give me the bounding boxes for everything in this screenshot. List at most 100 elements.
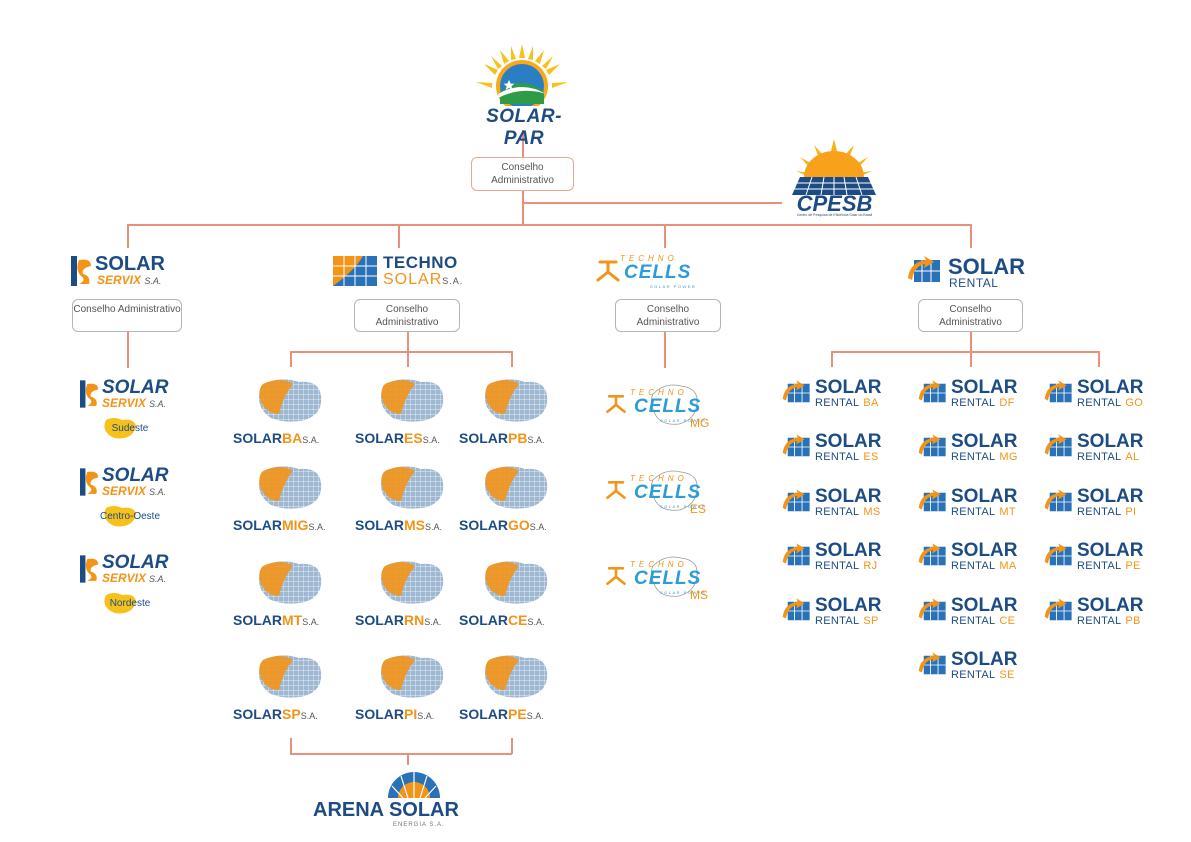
cells-unit-brand-bottom: CELLS — [634, 396, 702, 417]
rental-panel-icon — [1043, 434, 1075, 460]
subsidiary-suffix: S.A. — [529, 522, 547, 532]
connector — [1098, 351, 1100, 367]
tripod-icon — [596, 260, 620, 282]
rental-unit-state: DF — [999, 397, 1015, 409]
rental-unit-state: PE — [1125, 560, 1141, 572]
connector — [290, 351, 292, 367]
rental-unit-brand-bottom: RENTAL — [1077, 451, 1122, 463]
subsidiary-code: PI — [404, 706, 418, 722]
subsidiary-label: SOLARMIGS.A. — [233, 517, 325, 533]
state-map-icon — [479, 650, 554, 702]
subsidiary-suffix: S.A. — [302, 617, 320, 627]
rental-unit-brand-bottom: RENTAL — [1077, 560, 1122, 572]
servix-region-brand-top: SOLAR — [102, 377, 169, 398]
arena-brand-left: ARENA — [313, 799, 384, 821]
rental-unit-brand-bottom: RENTAL — [951, 615, 996, 627]
subsidiary-code: SP — [282, 706, 301, 722]
subsidiary-prefix: SOLAR — [355, 612, 404, 628]
subsidiary-code: MT — [282, 612, 303, 628]
connector — [831, 351, 1099, 353]
rental-panel-icon — [781, 489, 813, 515]
servix-region-name: Nordeste — [109, 598, 151, 609]
rental-unit-brand-top: SOLAR — [951, 595, 1018, 616]
servix-region-name: Sudeste — [111, 423, 149, 434]
connector — [290, 753, 512, 755]
cells-unit-brand-bottom: CELLS — [634, 568, 702, 589]
subsidiary-suffix: S.A. — [527, 617, 545, 627]
state-outline-icon — [645, 466, 705, 514]
rental-panel-icon — [917, 434, 949, 460]
state-map-icon — [375, 461, 450, 513]
rental-unit-state: MG — [999, 451, 1018, 463]
techno-cells-name-bottom: CELLS — [624, 262, 692, 283]
state-outline-icon — [645, 380, 705, 428]
subsidiary-label: SOLARMSS.A. — [355, 517, 442, 533]
subsidiary-suffix: S.A. — [424, 617, 442, 627]
connector — [522, 130, 524, 157]
rental-panel-icon — [1043, 543, 1075, 569]
subsidiary-label: SOLARRNS.A. — [355, 612, 441, 628]
servix-region-suffix: S.A. — [149, 574, 167, 584]
connector — [970, 332, 972, 352]
connector — [127, 224, 129, 248]
solar-par-brand: SOLAR-PAR — [486, 106, 562, 149]
rental-unit-state: SP — [863, 615, 879, 627]
region-map-icon — [100, 416, 140, 440]
servix-name-bottom: SERVIX — [97, 273, 142, 287]
rental-unit-brand-bottom: RENTAL — [951, 669, 996, 681]
root-board-label: Conselho Administrativo — [491, 162, 554, 186]
subsidiary-prefix: SOLAR — [459, 430, 508, 446]
rental-panel-icon — [917, 489, 949, 515]
state-map-icon — [253, 461, 328, 513]
rental-unit-brand-top: SOLAR — [1077, 595, 1144, 616]
rental-panel-icon — [781, 543, 813, 569]
cpesb-logo: CPESB Centro de Pesquisa de Eficiência S… — [782, 137, 887, 219]
connector — [127, 224, 970, 226]
subsidiary-label: SOLARESS.A. — [355, 430, 440, 446]
rental-panel-icon — [781, 598, 813, 624]
rental-unit-state: BA — [863, 397, 879, 409]
cells-unit-tagline: SOLAR POWER — [660, 504, 707, 509]
state-map-icon — [253, 374, 328, 426]
subsidiary-code: RN — [404, 612, 425, 628]
subsidiary-label: SOLARBAS.A. — [233, 430, 319, 446]
subsidiary-prefix: SOLAR — [233, 706, 282, 722]
rental-panel-icon — [781, 380, 813, 406]
connector — [407, 351, 409, 367]
connector — [664, 332, 666, 368]
subsidiary-code: PB — [508, 430, 528, 446]
region-map-icon — [100, 504, 140, 528]
cells-unit-state: MG — [690, 416, 710, 430]
servix-region-brand-top: SOLAR — [102, 465, 169, 486]
rental-name-top: SOLAR — [948, 254, 1025, 279]
subsidiary-suffix: S.A. — [526, 711, 544, 721]
rental-unit-brand-top: SOLAR — [951, 377, 1018, 398]
connector — [522, 202, 782, 204]
solar-panel-sun-icon — [792, 139, 876, 196]
tripod-icon — [604, 566, 628, 586]
cpesb-subtitle: Centro de Pesquisa de Eficiência Solar d… — [796, 213, 873, 217]
rental-unit-state: AL — [1125, 451, 1140, 463]
rental-unit-brand-bottom: RENTAL — [1077, 506, 1122, 518]
state-map-icon — [253, 556, 328, 608]
connector — [127, 332, 129, 368]
subsidiary-prefix: SOLAR — [459, 612, 508, 628]
tripod-icon — [604, 394, 628, 414]
servix-region-brand-bottom: SERVIX — [102, 396, 147, 410]
servix-name-top: SOLAR — [95, 253, 165, 275]
subsidiary-suffix: S.A. — [527, 435, 545, 445]
rental-unit-brand-top: SOLAR — [815, 431, 882, 452]
cells-unit-brand-top: TECHNO — [630, 388, 688, 397]
rental-panel-icon — [917, 543, 949, 569]
techno-solar-name-top: TECHNO — [383, 253, 458, 272]
subsidiary-label: SOLARGOS.A. — [459, 517, 547, 533]
arena-solar-logo: ARENA SOLAR ENERGIA S.A. — [313, 768, 459, 836]
